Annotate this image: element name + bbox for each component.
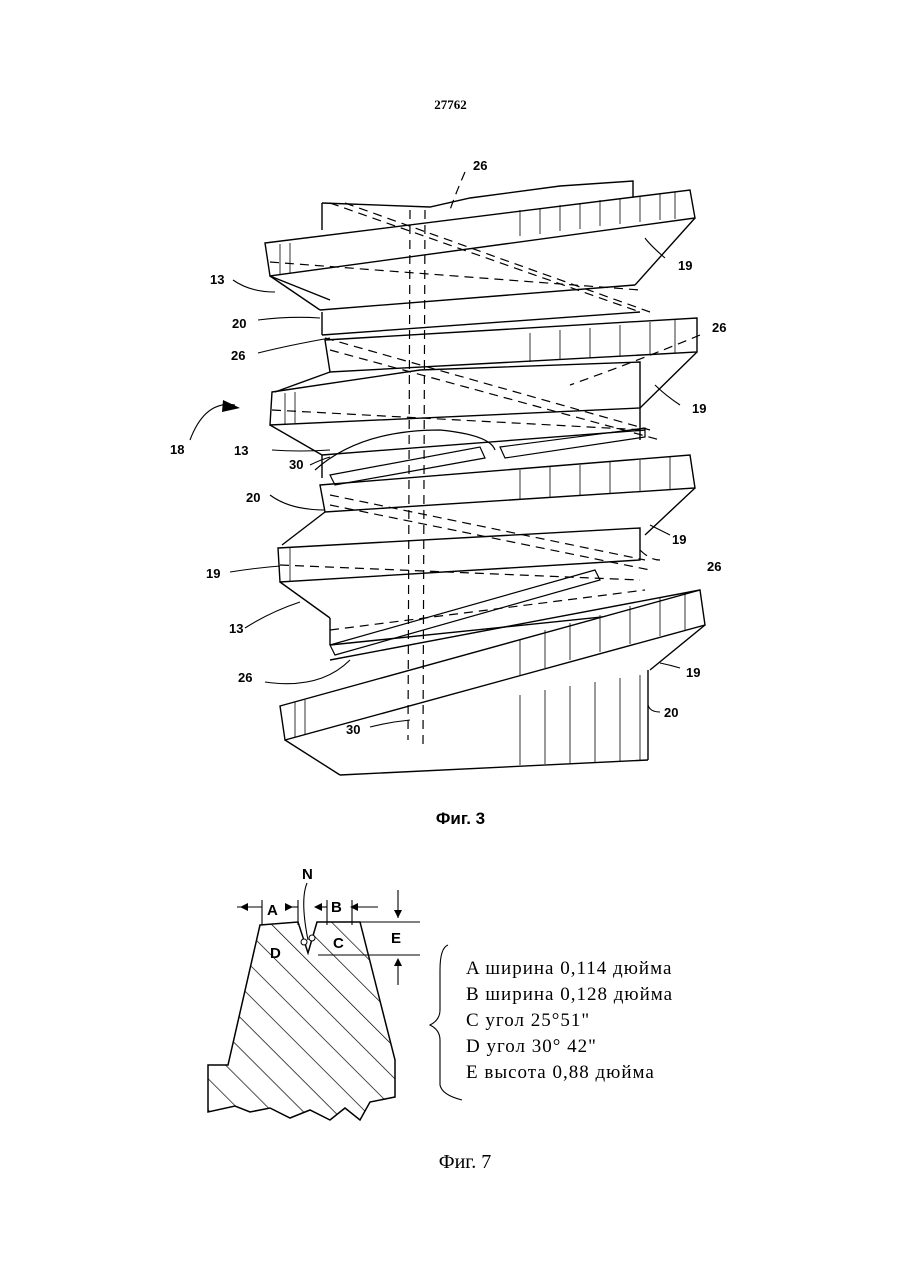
label-20-a: 20 — [232, 316, 246, 331]
figure-7-caption: Фиг. 7 — [0, 1151, 901, 1174]
label-20-c: 20 — [664, 705, 678, 720]
label-13-a: 13 — [210, 272, 224, 287]
thread-section — [208, 922, 395, 1120]
label-26-top: 26 — [473, 158, 487, 173]
label-A: A — [267, 902, 278, 919]
label-26-right: 26 — [712, 320, 726, 335]
label-13-c: 13 — [229, 621, 243, 636]
label-20-b: 20 — [246, 490, 260, 505]
figure-3-caption: Фиг. 3 — [0, 809, 901, 829]
legend-item-a: A ширина 0,114 дюйма — [466, 956, 673, 982]
label-19-d: 19 — [686, 665, 700, 680]
label-30-b: 30 — [346, 722, 360, 737]
legend-item-c: C угол 25°51" — [466, 1008, 673, 1034]
label-26-r2: 26 — [707, 559, 721, 574]
figure-7-drawing: N A B C D E — [208, 866, 462, 1120]
label-N: N — [302, 866, 313, 883]
label-19-a: 19 — [678, 258, 692, 273]
label-18: 18 — [170, 442, 184, 457]
label-13-b: 13 — [234, 443, 248, 458]
label-C: C — [333, 935, 344, 952]
legend-item-e: E высота 0,88 дюйма — [466, 1060, 673, 1086]
label-26-bottom: 26 — [238, 670, 252, 685]
label-19-left: 19 — [206, 566, 220, 581]
label-30-a: 30 — [289, 457, 303, 472]
legend-item-d: D угол 30° 42" — [466, 1034, 673, 1060]
arrow-18-head — [222, 400, 240, 412]
label-19-c: 19 — [672, 532, 686, 547]
figure-7-legend: A ширина 0,114 дюйма B ширина 0,128 дюйм… — [466, 956, 673, 1086]
label-B: B — [331, 899, 342, 916]
legend-item-b: B ширина 0,128 дюйма — [466, 982, 673, 1008]
label-26-left: 26 — [231, 348, 245, 363]
label-19-b: 19 — [692, 401, 706, 416]
label-E: E — [391, 930, 401, 947]
label-D: D — [270, 945, 281, 962]
